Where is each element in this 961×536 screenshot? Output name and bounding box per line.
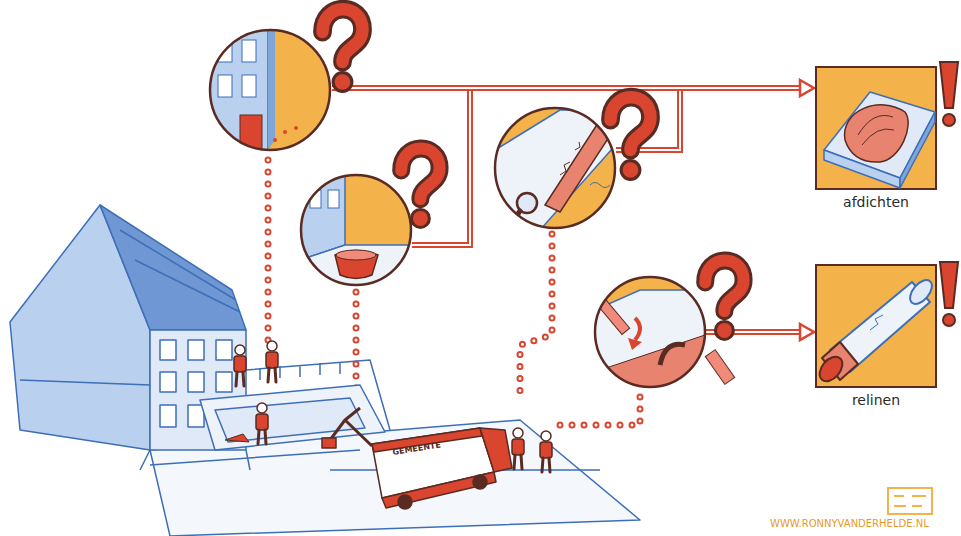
picture-frame: afdichten	[815, 66, 937, 190]
frame-caption: relinen	[807, 392, 945, 408]
watermark: WWW.RONNYVANDERHELDE.NL	[770, 518, 929, 529]
frame-caption: afdichten	[807, 194, 945, 210]
picture-frame: relinen	[815, 264, 937, 388]
